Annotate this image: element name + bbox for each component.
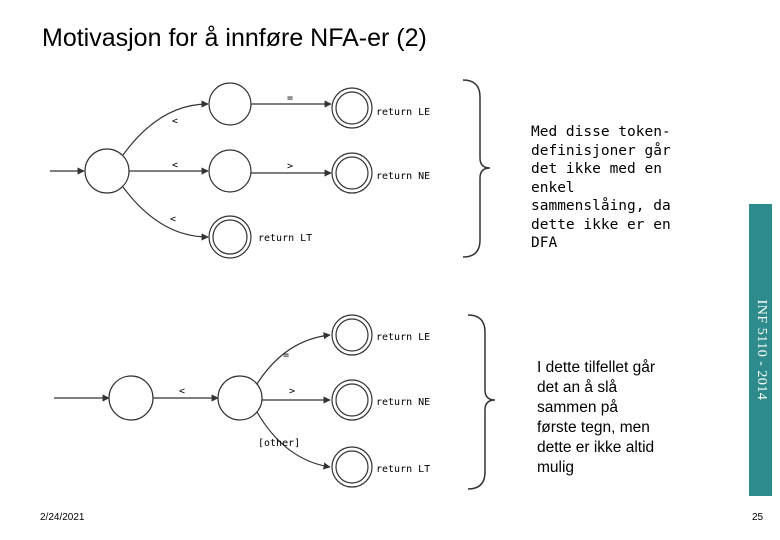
top-state-s2 [208,149,252,193]
top-edge-start-to-s1 [122,100,209,156]
bottom-edge-label-4: [other] [258,438,300,449]
top-edge-label-5: < [170,214,176,225]
top-brace [462,79,491,258]
bottom-output-ne: return NE [376,397,430,408]
bottom-accept-le-outer [331,314,373,356]
bottom-accept-le-inner [335,318,369,352]
bottom-nfa-diagram [54,314,373,488]
top-accept-ne-inner [335,156,369,190]
page-number: 25 [752,512,764,523]
slide-title: Motivasjon for å innføre NFA-er (2) [42,24,427,52]
top-edge-label-3: < [172,160,178,171]
bottom-output-le: return LE [376,332,430,343]
bottom-start-state [108,375,154,421]
bottom-edge-s1-to-le [256,332,331,385]
bottom-accept-ne-inner [335,383,369,417]
bottom-state-s1 [217,375,263,421]
top-accept-lt-inner [212,219,248,255]
top-accept-lt-outer [208,215,252,259]
top-labels: < = < > < return LE return NE return LT [170,93,430,244]
top-accept-le-inner [335,91,369,125]
bottom-edge-s1-to-lt [256,411,331,470]
top-start-state [84,148,130,194]
top-state-s1 [208,82,252,126]
top-edge-label-2: = [287,93,293,104]
bottom-edge-label-3: > [289,386,295,397]
top-accept-ne-outer [331,152,373,194]
top-accept-le-outer [331,87,373,129]
course-label: INF 5110 - 2014 [753,299,769,401]
course-sidebar: INF 5110 - 2014 [749,204,772,496]
bottom-brace [467,314,496,490]
top-output-ne: return NE [376,171,430,182]
bottom-labels: < = > [other] return LE return NE return… [179,332,430,475]
bottom-accept-lt-outer [331,446,373,488]
top-edge-label-1: < [172,116,178,127]
bottom-edge-label-1: < [179,386,185,397]
bottom-edge-label-2: = [283,350,289,361]
top-nfa-diagram [50,82,373,259]
top-output-lt: return LT [258,233,312,244]
note-bottom: I dette tilfellet går det an å slå samme… [537,359,656,476]
bottom-output-lt: return LT [376,464,430,475]
bottom-accept-lt-inner [335,450,369,484]
top-output-le: return LE [376,107,430,118]
note-top: Med disse token- definisjoner går det ik… [531,124,671,251]
bottom-accept-ne-outer [331,379,373,421]
slide-date: 2/24/2021 [40,512,85,523]
top-edge-label-4: > [287,161,293,172]
top-edge-start-to-lt [122,186,209,241]
